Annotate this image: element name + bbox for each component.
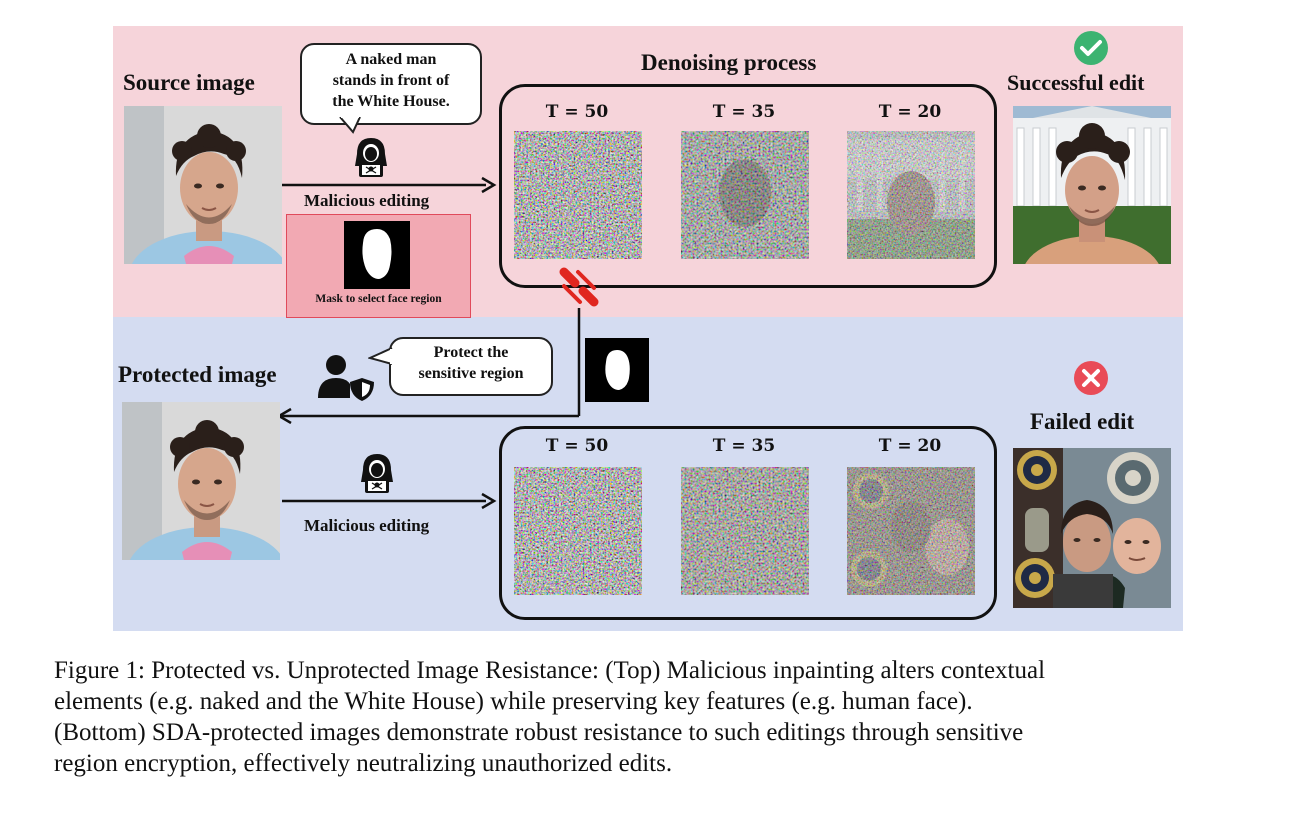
caption-line: elements (e.g. naked and the White House… xyxy=(54,688,973,715)
cross-icon xyxy=(1074,361,1108,395)
timestep-label: T = 20 xyxy=(878,102,942,122)
timestep-label: T = 50 xyxy=(545,436,609,456)
figure: Source image A naked man stands in front… xyxy=(113,26,1183,631)
bottom-arrow xyxy=(282,492,497,510)
timestep-label: T = 35 xyxy=(712,436,776,456)
hacker-icon xyxy=(361,454,393,493)
check-icon xyxy=(1074,31,1108,65)
timestep-label: T = 50 xyxy=(545,102,609,122)
protect-line-1: Protect the xyxy=(433,344,509,361)
noise-image-t35-top xyxy=(681,131,809,259)
caption-line: region encryption, effectively neutraliz… xyxy=(54,750,673,777)
prompt-line-3: the White House. xyxy=(332,93,450,110)
noise-image-t20-top xyxy=(847,131,975,259)
face-mask-image xyxy=(344,221,410,289)
prompt-bubble-tail xyxy=(339,117,361,134)
protected-image xyxy=(122,402,280,560)
broken-link-icon xyxy=(559,267,599,307)
timestep-label: T = 20 xyxy=(878,436,942,456)
protect-bubble-tail xyxy=(368,347,394,365)
malicious-editing-label-top: Malicious editing xyxy=(304,191,430,210)
denoising-box-top xyxy=(499,84,997,288)
noise-image-t50-top xyxy=(514,131,642,259)
protect-line-2: sensitive region xyxy=(418,365,524,382)
noise-image-t20-bottom xyxy=(847,467,975,595)
timestep-label: T = 35 xyxy=(712,102,776,122)
malicious-editing-label-bottom: Malicious editing xyxy=(304,516,430,535)
caption-line: (Bottom) SDA-protected images demonstrat… xyxy=(54,719,1024,746)
prompt-line-1: A naked man xyxy=(345,51,437,68)
top-arrow xyxy=(282,176,497,194)
source-image-label: Source image xyxy=(123,70,255,95)
successful-edit-label: Successful edit xyxy=(1007,70,1145,95)
protected-mask-image xyxy=(585,338,649,402)
noise-image-t50-bottom xyxy=(514,467,642,595)
protect-bubble: Protect the sensitive region xyxy=(389,337,553,396)
protected-image-label: Protected image xyxy=(118,362,277,387)
hacker-icon xyxy=(355,138,387,177)
source-image xyxy=(124,106,282,264)
noise-image-t35-bottom xyxy=(681,467,809,595)
figure-caption: Figure 1: Protected vs. Unprotected Imag… xyxy=(54,655,1244,779)
prompt-line-2: stands in front of xyxy=(332,72,450,89)
successful-edit-image xyxy=(1013,106,1171,264)
prompt-bubble: A naked man stands in front of the White… xyxy=(300,43,482,125)
mask-panel: Mask to select face region xyxy=(286,214,471,318)
failed-edit-image xyxy=(1013,448,1171,608)
denoising-process-title: Denoising process xyxy=(641,50,817,75)
caption-line: Figure 1: Protected vs. Unprotected Imag… xyxy=(54,657,1046,684)
mask-label: Mask to select face region xyxy=(315,293,442,305)
denoising-box-bottom xyxy=(499,426,997,620)
failed-edit-label: Failed edit xyxy=(1030,409,1135,434)
user-shield-icon xyxy=(318,355,374,401)
